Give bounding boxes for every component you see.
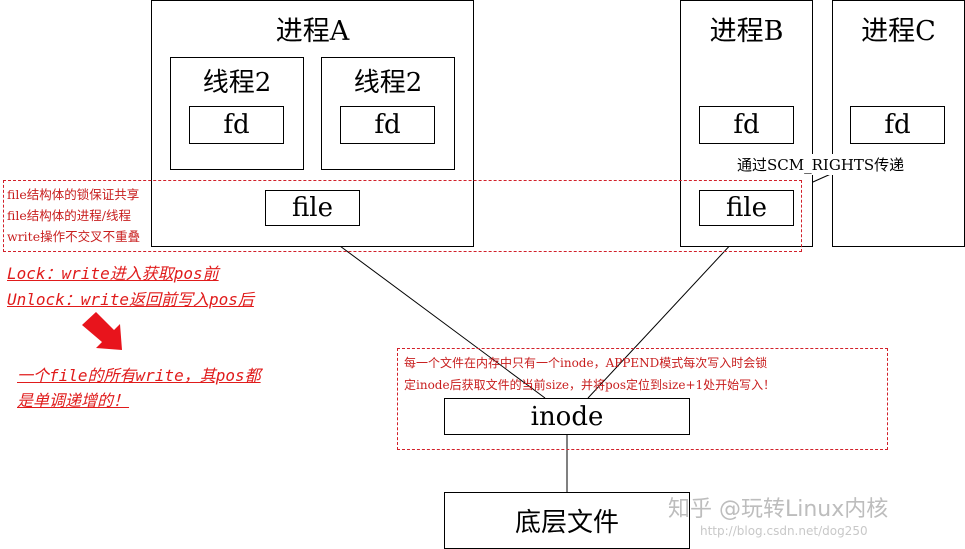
fd-box-a1: fd (189, 106, 284, 144)
inode-annotation-box (397, 348, 888, 450)
fd-box-c: fd (850, 106, 945, 144)
lock-line: Lock：write进入获取pos前 (7, 264, 219, 283)
file-box-b: file (699, 190, 794, 226)
file-note-1: file结构体的锁保证共享 (7, 187, 140, 202)
conclusion-line-2: 是单调递增的！ (17, 391, 130, 410)
process-b-title: 进程B (709, 16, 784, 47)
file-lock-annotation-box (3, 180, 802, 252)
inode-note-1: 每一个文件在内存中只有一个inode，APPEND模式每次写入时会锁 (404, 356, 768, 370)
unlock-line: Unlock：write返回前写入pos后 (7, 290, 254, 309)
file-note-2: file结构体的进程/线程 (7, 208, 131, 223)
file-note-3: write操作不交叉不重叠 (7, 229, 141, 244)
red-arrow-icon (82, 312, 122, 350)
file-box-a: file (265, 190, 360, 226)
process-c-title: 进程C (861, 16, 936, 47)
inode-notes: 每一个文件在内存中只有一个inode，APPEND模式每次写入时会锁 定inod… (404, 352, 775, 396)
thread-a2-title: 线程2 (353, 68, 423, 98)
inode-note-2: 定inode后获取文件的当前size，并将pos定位到size+1处开始写入！ (404, 378, 776, 392)
line-fileA-inode (312, 225, 546, 399)
scm-rights-label: 通过SCM_RIGHTS传递 (735, 154, 907, 175)
thread-a1-title: 线程2 (202, 68, 272, 98)
watermark-brand: 知乎 @玩转Linux内核 (668, 497, 889, 522)
fd-box-a2: fd (340, 106, 435, 144)
inode-box: inode (444, 398, 690, 435)
process-a-title: 进程A (275, 16, 350, 47)
file-lock-notes: file结构体的锁保证共享 file结构体的进程/线程 write操作不交叉不重… (7, 184, 140, 247)
line-fileB-inode (587, 225, 749, 399)
watermark-url: http://blog.csdn.net/dog250 (700, 524, 868, 538)
fd-box-b: fd (699, 106, 794, 144)
conclusion-line-1: 一个file的所有write，其pos都 (17, 366, 261, 385)
base-file-box: 底层文件 (444, 492, 690, 549)
